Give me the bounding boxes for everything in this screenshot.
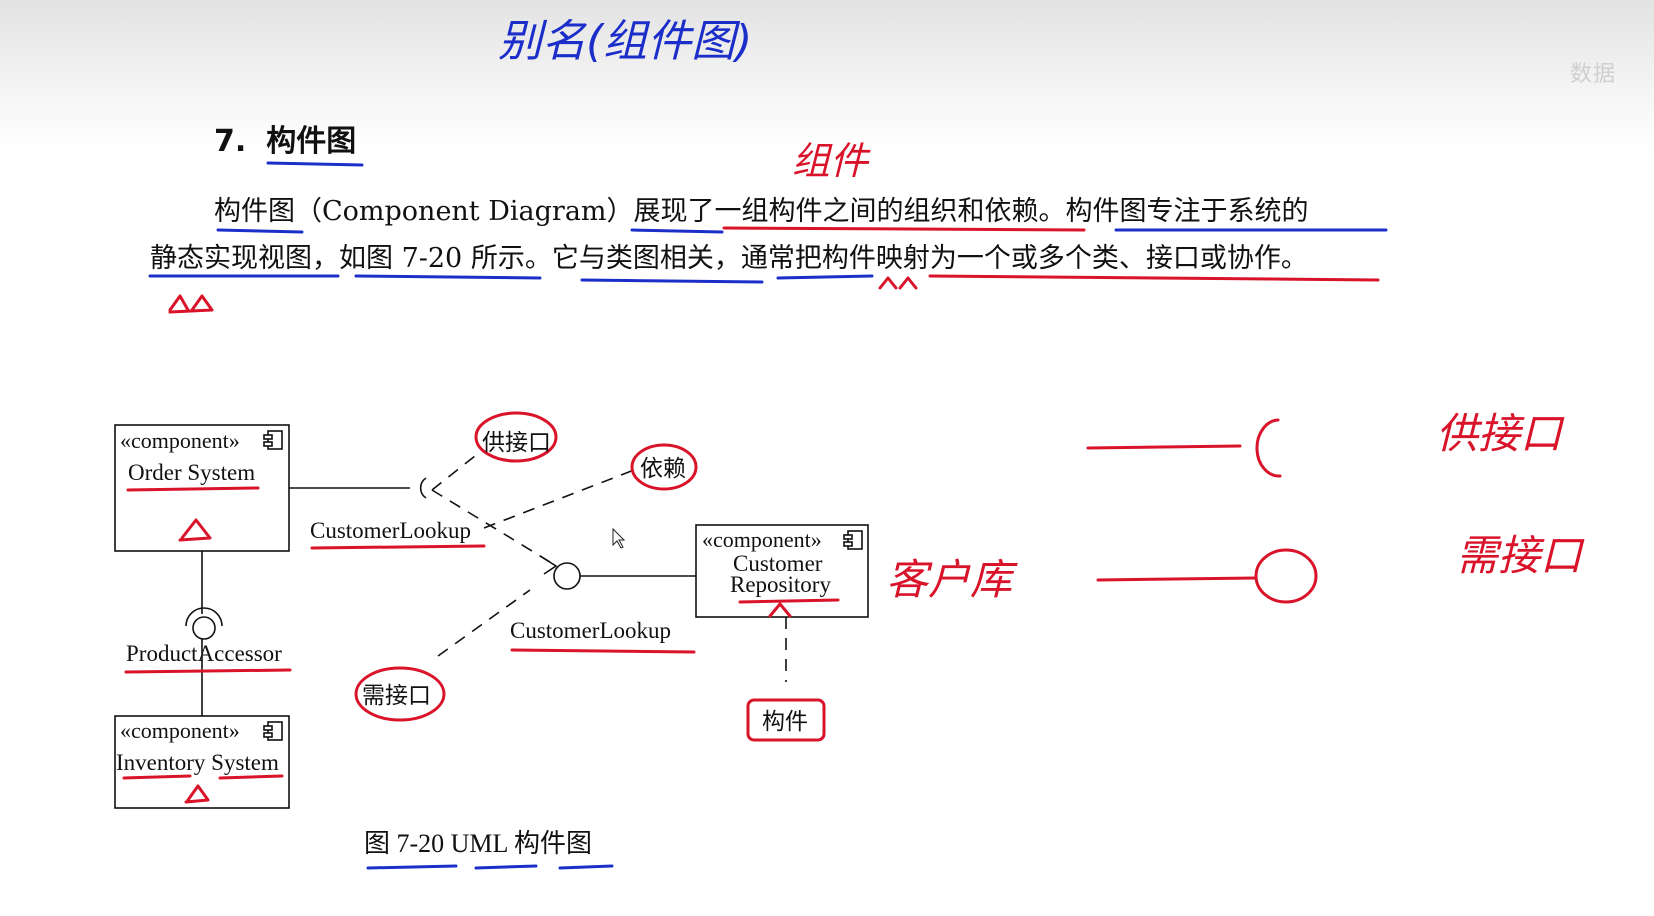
caption-underline xyxy=(366,864,614,870)
legend-provided-line xyxy=(1086,444,1242,450)
underline-zhanxian xyxy=(630,228,724,234)
component-icon xyxy=(843,530,863,550)
underline-yingshe xyxy=(928,274,1380,282)
legend-required-ball xyxy=(1254,548,1318,604)
customer-lookup-top-label: CustomerLookup xyxy=(310,518,471,543)
customer-repository-underline xyxy=(738,598,840,604)
section-title: 构件图 xyxy=(266,124,357,159)
annotation-provided: 供接口 xyxy=(482,430,551,456)
dash-to-dependency xyxy=(483,469,635,529)
customer-lookup-bottom-underline xyxy=(510,648,696,654)
circle-provided xyxy=(474,411,558,463)
mark-triangle-2 xyxy=(878,276,918,290)
order-system-name: Order System xyxy=(128,460,255,485)
annotation-required: 需接口 xyxy=(362,683,431,709)
underline-gouji xyxy=(216,228,304,234)
product-accessor-socket xyxy=(185,607,223,627)
circle-dependency xyxy=(630,443,698,491)
customer-repository-name-2: Repository xyxy=(730,572,831,597)
top-shadow xyxy=(0,0,1654,150)
arrow-head xyxy=(539,555,558,575)
customer-lookup-bottom-label: CustomerLookup xyxy=(510,618,671,643)
handwritten-title: 别名(组件图) xyxy=(498,16,752,67)
product-accessor-ball xyxy=(192,616,216,640)
box-component xyxy=(746,698,826,742)
legend-provided-label: 供接口 xyxy=(1436,409,1565,458)
product-accessor-label: ProductAccessor xyxy=(126,641,282,666)
paragraph: 构件图（Component Diagram）展现了一组构件之间的组织和依赖。构件… xyxy=(150,188,1400,282)
component-icon xyxy=(263,430,283,450)
legend-required-line xyxy=(1096,576,1258,582)
component-icon xyxy=(263,721,283,741)
customer-repository-triangle xyxy=(768,602,792,618)
cursor-icon xyxy=(612,527,626,549)
customer-repository-name-1: Customer xyxy=(733,551,823,576)
inventory-system-name: Inventory System xyxy=(116,750,279,775)
product-accessor-underline xyxy=(124,668,292,674)
inventory-system-triangle xyxy=(184,784,210,804)
customer-lookup-ball xyxy=(553,562,581,590)
annotation-dependency: 依赖 xyxy=(640,456,686,482)
order-system-underline xyxy=(126,486,260,492)
mark-triangle-1 xyxy=(168,294,214,314)
figure-caption: 图 7-20 UML 构件图 xyxy=(364,829,592,858)
heading-underline xyxy=(266,161,364,167)
annotation-customer-note: 客户库 xyxy=(886,555,1018,604)
annotation-component: 构件 xyxy=(762,709,808,735)
customer-lookup-top-underline xyxy=(310,544,486,550)
section-heading: 7. 构件图 xyxy=(214,116,356,160)
section-number: 7. xyxy=(214,124,247,159)
customer-lookup-socket xyxy=(419,477,427,499)
underline-tu720 xyxy=(354,274,542,280)
underline-tongchang xyxy=(776,274,874,280)
customer-repository-stereotype: «component» xyxy=(702,527,822,552)
annotation-zujian: 组件 xyxy=(792,139,871,183)
inventory-system-stereotype: «component» xyxy=(120,718,240,743)
underline-leitu xyxy=(580,278,764,284)
order-system-stereotype: «component» xyxy=(120,428,240,453)
underline-zuzhi xyxy=(722,226,1086,232)
dash-to-required xyxy=(437,589,531,657)
legend-required-label: 需接口 xyxy=(1456,531,1585,580)
order-system-triangle xyxy=(178,518,212,542)
watermark: 数据 xyxy=(1570,62,1617,87)
paragraph-line-1: 构件图（Component Diagram）展现了一组构件之间的组织和依赖。构件… xyxy=(214,196,1309,227)
dash-to-provided xyxy=(431,451,481,491)
paragraph-line-2: 静态实现视图，如图 7-20 所示。它与类图相关，通常把构件映射为一个或多个类、… xyxy=(150,243,1308,274)
inventory-system-underline xyxy=(122,774,284,780)
legend-provided-socket xyxy=(1255,418,1282,478)
circle-required xyxy=(354,666,446,722)
